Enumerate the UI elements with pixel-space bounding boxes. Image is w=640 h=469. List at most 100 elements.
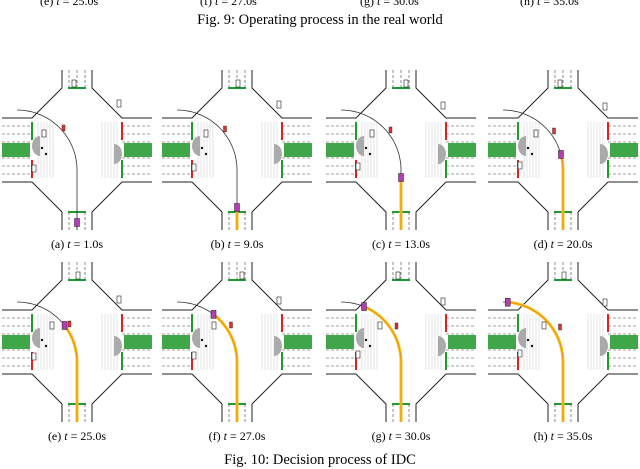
ego-vehicle xyxy=(398,173,404,182)
median-grass xyxy=(488,335,516,349)
panel-h: (h) t = 35.0s xyxy=(488,262,638,443)
median-grass xyxy=(124,335,152,349)
subcaption-d: (d) t = 20.0s xyxy=(533,237,593,251)
road-edge xyxy=(415,373,476,422)
road-edge xyxy=(415,70,476,119)
intersection-scene-h xyxy=(488,262,638,422)
road-edge xyxy=(2,181,63,230)
fig9-caption: Fig. 9: Operating process in the real wo… xyxy=(197,12,443,28)
ego-vehicle xyxy=(504,297,511,307)
tracked-trajectory xyxy=(507,301,564,422)
fig9-subcaption-f: (f) t = 27.0s xyxy=(200,0,257,8)
other-vehicle xyxy=(541,321,547,330)
subcaption-a: (a) t = 1.0s xyxy=(50,237,104,251)
other-vehicle xyxy=(235,79,241,88)
other-vehicle xyxy=(403,79,409,88)
road-edge xyxy=(415,181,476,230)
road-edge xyxy=(91,262,152,311)
intersection-scene-b xyxy=(162,70,312,230)
median-grass xyxy=(2,143,30,157)
pedestrian xyxy=(526,146,530,150)
other-vehicle xyxy=(602,298,608,307)
other-vehicle xyxy=(388,126,393,134)
median-grass xyxy=(448,335,476,349)
road-edge xyxy=(326,373,387,422)
intersection-scene-g xyxy=(326,262,476,422)
tracked-trajectory xyxy=(64,325,78,422)
intersection-scene-c xyxy=(326,70,476,230)
panel-e: (e) t = 25.0s xyxy=(2,262,152,443)
subcaption-f: (f) t = 27.0s xyxy=(208,429,266,443)
subcaption-h: (h) t = 35.0s xyxy=(533,429,593,443)
median-grass xyxy=(124,143,152,157)
road-edge xyxy=(577,262,638,311)
road-edge xyxy=(2,373,63,422)
other-vehicle xyxy=(229,321,233,329)
traffic-island xyxy=(600,336,608,356)
road-edge xyxy=(488,70,549,119)
subcaption-c: (c) t = 13.0s xyxy=(371,237,431,251)
traffic-island xyxy=(192,136,200,156)
intersection-scene-e xyxy=(2,262,152,422)
pedestrian xyxy=(526,338,530,342)
road-edge xyxy=(415,262,476,311)
other-vehicle xyxy=(561,271,567,280)
pedestrian xyxy=(44,152,48,156)
traffic-island xyxy=(356,136,364,156)
median-grass xyxy=(162,143,190,157)
road-edge xyxy=(488,262,549,311)
other-vehicle xyxy=(239,271,245,280)
road-edge xyxy=(251,262,312,311)
traffic-island xyxy=(114,336,122,356)
subcaption-e: (e) t = 25.0s xyxy=(47,429,107,443)
pedestrian xyxy=(204,152,208,156)
traffic-island xyxy=(32,328,40,348)
other-vehicle xyxy=(533,129,539,138)
subcaption-b: (b) t = 9.0s xyxy=(210,237,264,251)
other-vehicle xyxy=(395,271,401,280)
ego-vehicle xyxy=(558,150,564,159)
fig9-subcaption-h: (h) t = 35.0s xyxy=(520,0,579,8)
road-edge xyxy=(162,373,223,422)
traveled-trajectory xyxy=(212,313,239,422)
other-vehicle xyxy=(552,127,556,135)
pedestrian xyxy=(40,338,44,342)
road-edge xyxy=(577,181,638,230)
traffic-island xyxy=(438,144,446,164)
median-grass xyxy=(284,335,312,349)
other-vehicle xyxy=(517,349,523,358)
median-grass xyxy=(326,143,354,157)
traffic-island xyxy=(518,136,526,156)
other-vehicle xyxy=(440,101,446,110)
other-vehicle xyxy=(276,296,282,305)
road-edge xyxy=(251,181,312,230)
traffic-island xyxy=(356,328,364,348)
other-vehicle xyxy=(211,321,217,330)
road-edge xyxy=(91,70,152,119)
pedestrian xyxy=(368,344,372,348)
median-grass xyxy=(448,143,476,157)
other-vehicle xyxy=(61,124,66,132)
other-vehicle xyxy=(31,352,37,361)
traffic-island xyxy=(32,136,40,156)
traffic-island xyxy=(114,144,122,164)
pedestrian xyxy=(40,146,44,150)
median-grass xyxy=(326,335,354,349)
ego-vehicle xyxy=(361,302,367,311)
fig9-subcaption-g: (g) t = 30.0s xyxy=(360,0,419,8)
traffic-island xyxy=(600,144,608,164)
pedestrian xyxy=(364,338,368,342)
median-grass xyxy=(488,143,516,157)
pedestrian xyxy=(368,152,372,156)
road-edge xyxy=(2,262,63,311)
panel-b: (b) t = 9.0s xyxy=(162,70,312,251)
ego-vehicle xyxy=(210,310,217,319)
road-edge xyxy=(577,70,638,119)
road-edge xyxy=(488,181,549,230)
ego-vehicle xyxy=(61,321,68,330)
tracked-trajectory xyxy=(363,306,402,422)
other-vehicle xyxy=(440,297,446,306)
other-vehicle xyxy=(377,321,383,330)
road-edge xyxy=(162,181,223,230)
other-vehicle xyxy=(223,125,227,133)
